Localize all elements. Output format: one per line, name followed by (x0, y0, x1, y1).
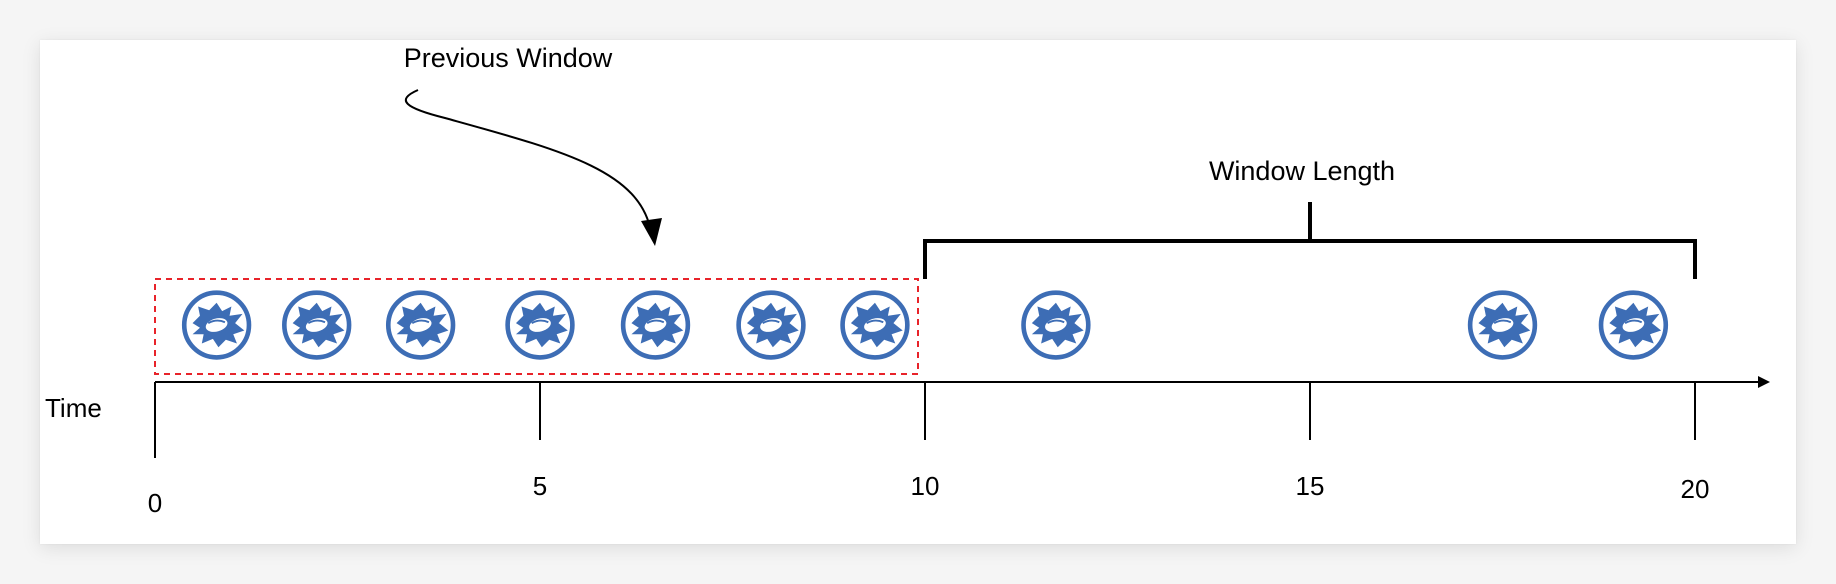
event-burst-icon-10 (1601, 293, 1666, 358)
event-burst-icon-3 (388, 293, 453, 358)
window-length-label: Window Length (1209, 156, 1395, 186)
tick-label-15: 15 (1296, 471, 1325, 501)
tick-label-0: 0 (148, 488, 162, 518)
time-axis-label: Time (45, 393, 102, 423)
ticks-group: 0 5 10 15 20 (148, 382, 1710, 518)
event-burst-icon-8 (1024, 293, 1089, 358)
tick-label-5: 5 (533, 471, 547, 501)
event-burst-icon-2 (284, 293, 349, 358)
event-burst-icon-4 (508, 293, 573, 358)
previous-window-label: Previous Window (404, 43, 613, 73)
tick-label-20: 20 (1681, 474, 1710, 504)
event-burst-icon-5 (623, 293, 688, 358)
tick-label-10: 10 (911, 471, 940, 501)
event-burst-icon-1 (184, 293, 249, 358)
event-burst-icon-6 (739, 293, 804, 358)
window-length-bracket (923, 202, 1697, 279)
event-burst-icon-7 (843, 293, 908, 358)
events-group (184, 293, 1666, 358)
event-burst-icon-9 (1470, 293, 1535, 358)
previous-window-arrowhead (641, 218, 662, 246)
previous-window-arrow (404, 89, 652, 233)
